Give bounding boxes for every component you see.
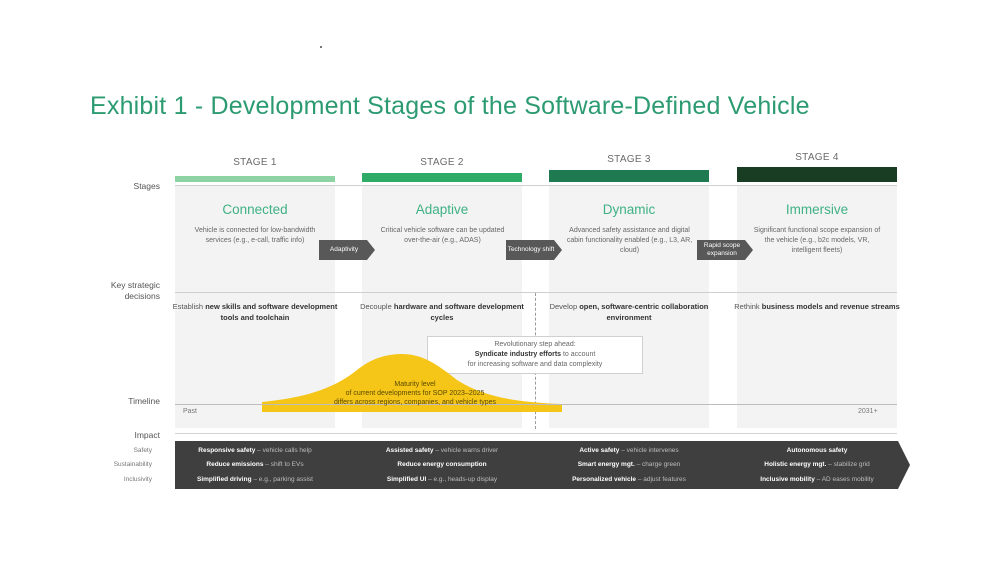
impact-cell: Reduce energy consumption bbox=[397, 461, 487, 468]
stages-divider bbox=[175, 185, 897, 186]
impact-label-safety: Safety bbox=[133, 447, 152, 454]
stage-3-bar bbox=[549, 170, 709, 182]
timeline-line bbox=[175, 404, 897, 405]
row-label-key-decisions: Key strategic decisions bbox=[110, 280, 160, 301]
impact-cell: Autonomous safety bbox=[786, 447, 848, 454]
transition-adaptivity: Adaptivity bbox=[319, 240, 375, 260]
row-label-timeline: Timeline bbox=[128, 396, 160, 406]
stage-3-label: STAGE 3 bbox=[607, 154, 651, 165]
stage-1-description: Vehicle is connected for low-bandwidth s… bbox=[194, 227, 316, 244]
impact-label-sustainability: Sustainability bbox=[113, 461, 152, 468]
stage-4-decision: Rethink business models and revenue stre… bbox=[734, 302, 900, 311]
impact-cell: Inclusive mobility – AD eases mobility bbox=[760, 476, 874, 483]
maturity-label: Maturity level of current developments f… bbox=[333, 381, 497, 406]
impact-cell: Smart energy mgt. – charge green bbox=[577, 461, 681, 468]
stage-4-description: Significant functional scope expansion o… bbox=[753, 227, 881, 254]
stage-2-bar bbox=[362, 173, 522, 182]
stage-3-decision: Develop open, software-centric collabora… bbox=[549, 302, 709, 322]
stage-4-name: Immersive bbox=[785, 202, 849, 217]
impact-label-inclusivity: Inclusivity bbox=[123, 476, 152, 483]
impact-cell: Simplified driving – e.g., parking assis… bbox=[197, 476, 313, 483]
stage-3-name: Dynamic bbox=[602, 202, 656, 217]
stage-2-decision: Decouple hardware and software developme… bbox=[360, 302, 524, 322]
impact-cell: Active safety – vehicle intervenes bbox=[579, 447, 679, 454]
stage-3-column bbox=[549, 186, 709, 428]
impact-band-arrow bbox=[175, 441, 910, 489]
stage-4-label: STAGE 4 bbox=[795, 152, 839, 163]
transition-technology-shift: Technology shift bbox=[506, 240, 562, 260]
timeline-end-label: 2031+ bbox=[858, 408, 878, 415]
revolution-callout: Revolutionary step ahead: Syndicate indu… bbox=[427, 336, 643, 374]
stage-1-label: STAGE 1 bbox=[233, 157, 277, 168]
stage-2-label: STAGE 2 bbox=[420, 157, 464, 168]
impact-cell: Personalized vehicle – adjust features bbox=[572, 476, 686, 483]
stage-4-bar bbox=[737, 167, 897, 182]
impact-cell: Responsive safety – vehicle calls help bbox=[198, 447, 312, 454]
stage-3-description: Advanced safety assistance and digital c… bbox=[566, 227, 693, 254]
impact-cell: Assisted safety – vehicle warns driver bbox=[385, 447, 499, 454]
timeline-start-label: Past bbox=[183, 408, 198, 415]
transition-rapid-scope-expansion: Rapid scope expansion bbox=[697, 240, 753, 260]
exhibit-title: Exhibit 1 - Development Stages of the So… bbox=[90, 92, 810, 120]
stray-dot bbox=[320, 46, 322, 48]
key-decisions-divider bbox=[175, 292, 897, 293]
stage-1-decision: Establish new skills and software develo… bbox=[172, 302, 338, 322]
revolution-line-3: for increasing software and data complex… bbox=[467, 361, 603, 368]
stage-1-column bbox=[175, 186, 335, 428]
stage-4-column bbox=[737, 186, 897, 428]
stage-1-bar bbox=[175, 176, 335, 182]
stage-2-description: Critical vehicle software can be updated… bbox=[380, 227, 505, 244]
impact-cell: Holistic energy mgt. – stabilize grid bbox=[764, 461, 870, 468]
impact-cell: Reduce emissions – shift to EVs bbox=[206, 461, 304, 468]
impact-cell: Simplified UI – e.g., heads-up display bbox=[386, 476, 498, 483]
row-label-impact: Impact bbox=[134, 430, 160, 440]
impact-divider bbox=[175, 433, 897, 434]
row-label-stages: Stages bbox=[133, 181, 160, 191]
revolution-line-2: Syndicate industry efforts to account bbox=[474, 351, 596, 358]
stage-1-name: Connected bbox=[222, 202, 288, 217]
stage-2-name: Adaptive bbox=[415, 202, 469, 217]
revolution-line-1: Revolutionary step ahead: bbox=[494, 341, 576, 348]
maturity-curve bbox=[262, 354, 562, 412]
